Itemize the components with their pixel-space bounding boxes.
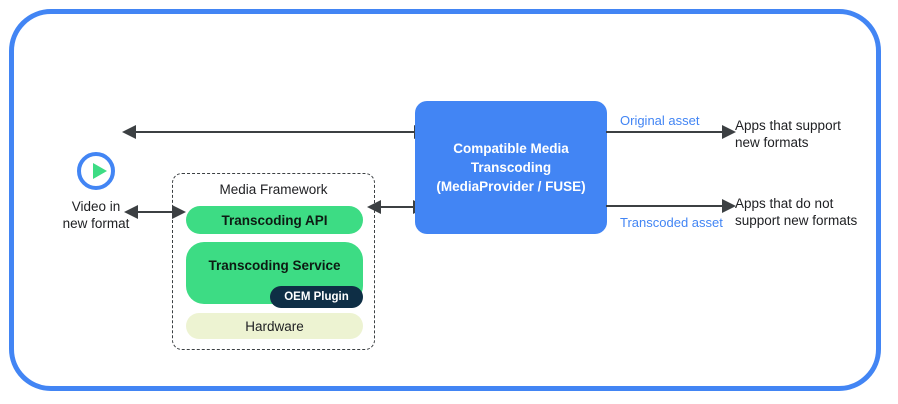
arrow-original-asset <box>606 125 736 139</box>
layer-hardware: Hardware <box>186 313 363 339</box>
video-source-label: Video in new format <box>62 199 130 231</box>
play-triangle-icon <box>93 163 107 179</box>
transcoded-asset-label: Transcoded asset <box>620 215 723 230</box>
play-circle-icon <box>77 152 115 190</box>
arrow-source-to-cmt <box>122 125 428 139</box>
original-asset-label: Original asset <box>620 113 700 128</box>
outer-frame-border <box>9 9 881 391</box>
apps-support-new-formats-label: Apps that support new formats <box>735 118 841 150</box>
arrow-source-to-framework <box>124 205 186 219</box>
media-framework-box: Media Framework Transcoding API Transcod… <box>172 173 375 350</box>
oem-plugin-badge: OEM Plugin <box>270 286 363 308</box>
layer-transcoding-api: Transcoding API <box>186 206 363 234</box>
apps-no-support-new-formats-label: Apps that do not support new formats <box>735 196 858 228</box>
oem-plugin-badge-label: OEM Plugin <box>284 291 349 303</box>
layer-transcoding-service-label: Transcoding Service <box>208 258 341 273</box>
video-source-group: Video in new format <box>42 152 150 232</box>
arrow-framework-to-cmt <box>367 200 427 214</box>
compatible-media-transcoding-box: Compatible Media Transcoding (MediaProvi… <box>415 101 607 234</box>
compatible-media-transcoding-label: Compatible Media Transcoding (MediaProvi… <box>436 141 586 194</box>
layer-transcoding-api-label: Transcoding API <box>221 212 328 228</box>
layer-hardware-label: Hardware <box>245 318 304 334</box>
media-framework-title: Media Framework <box>219 182 328 197</box>
arrow-transcoded-asset <box>606 199 736 213</box>
